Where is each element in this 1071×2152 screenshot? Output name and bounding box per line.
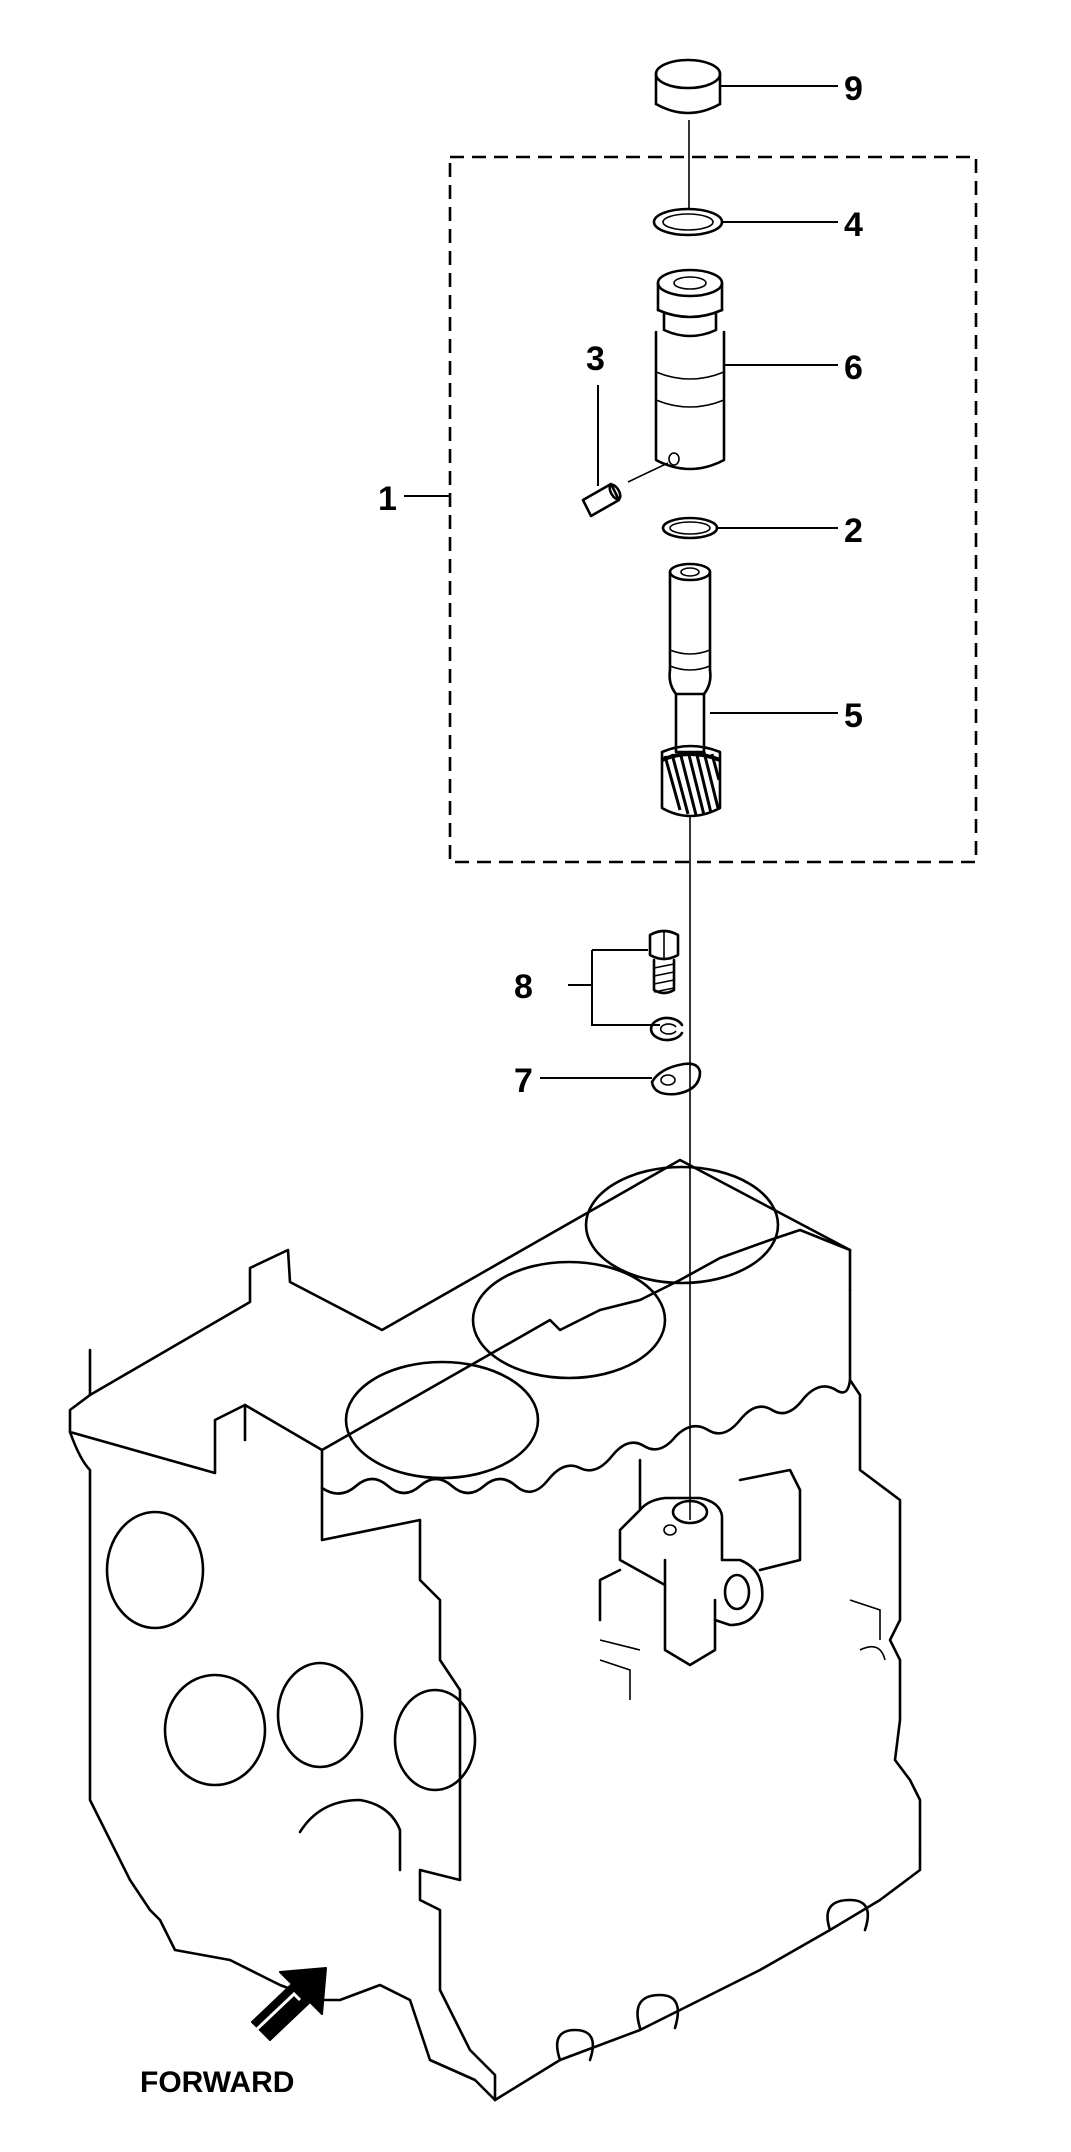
leader-8 — [568, 949, 660, 1026]
part-bolt-set — [648, 929, 684, 1042]
callout-8: 8 — [514, 968, 533, 1006]
part-o-ring-large — [652, 207, 724, 237]
callout-9: 9 — [844, 70, 863, 108]
callout-6: 6 — [844, 349, 863, 387]
callout-7: 7 — [514, 1062, 533, 1100]
callout-2: 2 — [844, 512, 863, 550]
forward-arrow-icon — [251, 1967, 327, 2041]
callout-5: 5 — [844, 697, 863, 735]
part-pin — [581, 462, 669, 518]
part-gasket — [650, 1062, 702, 1096]
engine-block — [68, 1158, 922, 2102]
callout-3: 3 — [586, 340, 605, 378]
callout-1: 1 — [378, 480, 397, 518]
callout-4: 4 — [844, 206, 863, 244]
part-sleeve — [654, 268, 726, 471]
part-o-ring-small — [661, 516, 719, 540]
part-cap — [654, 58, 722, 115]
forward-label: FORWARD — [140, 2066, 294, 2099]
part-drive-shaft — [660, 562, 722, 818]
